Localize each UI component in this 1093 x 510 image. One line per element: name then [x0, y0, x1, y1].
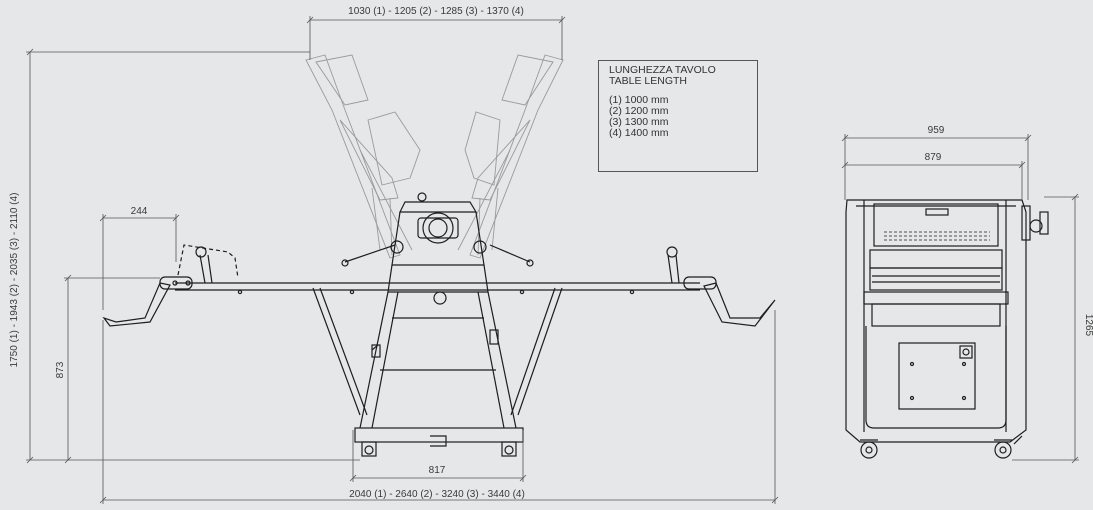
dim-side-inner: 879 [925, 152, 942, 163]
end-tray-left [102, 282, 171, 327]
dim-side-outer: 959 [928, 125, 945, 136]
front-view [102, 54, 776, 457]
side-view [845, 199, 1049, 459]
dim-total-length: 2040 (1) - 2640 (2) - 3240 (3) - 3440 (4… [349, 489, 525, 500]
dim-height-total: 1750 (1) - 1943 (2) - 2035 (3) - 2110 (4… [9, 193, 20, 368]
legend-item: (4) 1400 mm [609, 127, 669, 139]
wheel-left [860, 441, 878, 459]
front-dimension-lines [26, 16, 779, 504]
legend-item: (3) 1300 mm [609, 116, 669, 128]
legend-title-it: LUNGHEZZA TAVOLO [609, 64, 716, 76]
table-length-legend: LUNGHEZZA TAVOLO TABLE LENGTH (1) 1000 m… [598, 60, 758, 172]
table-rails [159, 244, 717, 416]
wheel-right [994, 441, 1012, 459]
dim-table-height: 873 [55, 361, 66, 378]
end-tray-right [703, 282, 776, 327]
central-column [354, 192, 524, 457]
legend-item: (2) 1200 mm [609, 105, 669, 117]
dim-side-height: 1265 [1083, 314, 1093, 337]
brand-plate [925, 208, 949, 216]
dim-arm-width: 244 [131, 206, 148, 217]
dim-top-span: 1030 (1) - 1205 (2) - 1285 (3) - 1370 (4… [348, 6, 524, 17]
ghost-raised-arm-right [457, 54, 564, 259]
ghost-raised-arm-left [305, 54, 421, 259]
side-dimension-lines [841, 134, 1079, 464]
legend-item: (1) 1000 mm [609, 94, 669, 106]
control-panel [898, 342, 976, 410]
dim-base-width: 817 [429, 465, 446, 476]
legend-title-en: TABLE LENGTH [609, 75, 687, 87]
